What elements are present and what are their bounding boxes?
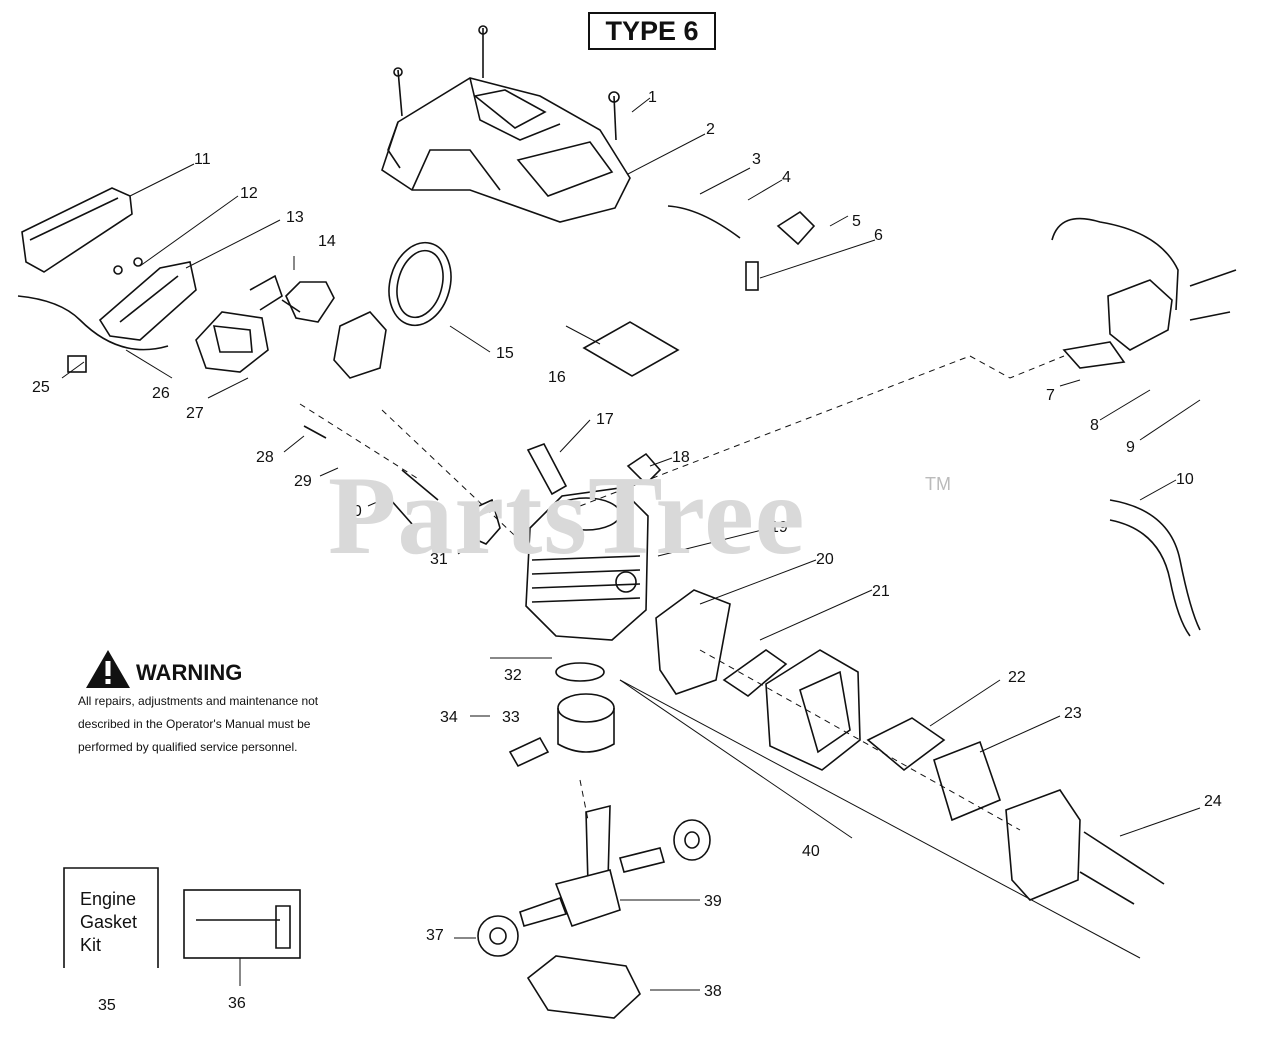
- callout-17: 17: [596, 411, 614, 428]
- warning-line-1: All repairs, adjustments and maintenance…: [78, 694, 319, 708]
- callout-10: 10: [1176, 471, 1194, 488]
- callout-8: 8: [1090, 417, 1099, 434]
- callout-5: 5: [852, 213, 861, 230]
- spark-plug-part: [526, 443, 568, 496]
- callout-29: 29: [294, 473, 312, 490]
- piston-part: [557, 693, 615, 753]
- tool-box-frame: [183, 889, 301, 959]
- kit-line-3: Kit: [80, 935, 102, 955]
- callout-38: 38: [704, 983, 722, 1000]
- fuel-filter-part: [745, 261, 759, 291]
- callout-7: 7: [1046, 387, 1055, 404]
- bolt-part: [381, 489, 413, 525]
- muffler-cover-part: [1005, 789, 1081, 901]
- callout-11: 11: [194, 151, 211, 168]
- fuel-valve-part: [776, 210, 816, 246]
- bearing-part: [477, 915, 519, 957]
- callout-32: 32: [504, 667, 522, 684]
- carburetor-part: [195, 274, 283, 373]
- ignition-module-part: [1051, 217, 1237, 369]
- warning-line-3: performed by qualified service personnel…: [78, 740, 298, 754]
- callout-33: 33: [502, 709, 520, 726]
- warning-text: All repairs, adjustments and maintenance…: [78, 690, 378, 759]
- callout-3: 3: [752, 151, 761, 168]
- spark-screen-part: [933, 740, 1002, 822]
- callout-23: 23: [1064, 705, 1082, 722]
- callout-labels: 1 2 3 4 5 6 7 8 9 10 11 12 13 14 15 16 1…: [32, 89, 1222, 1014]
- trademark-mark: TM: [925, 474, 951, 494]
- watermark-logo: PartsTree: [328, 454, 806, 578]
- heat-shield-part: [655, 589, 731, 695]
- callout-15: 15: [496, 345, 514, 362]
- wire-harness-part: [1109, 499, 1201, 637]
- callout-28: 28: [256, 449, 274, 466]
- scrench-tool-part: [196, 905, 291, 949]
- callout-22: 22: [1008, 669, 1026, 686]
- cylinder-part: [525, 487, 649, 641]
- air-filter-cover-part: [21, 187, 133, 273]
- intake-elbow-part: [285, 281, 335, 323]
- air-filter-part: [98, 257, 197, 341]
- warning-title: WARNING: [136, 660, 243, 685]
- leader-lines: [61, 97, 1201, 991]
- warning-line-2: described in the Operator's Manual must …: [78, 717, 311, 731]
- callout-24: 24: [1204, 793, 1222, 810]
- callout-36: 36: [228, 995, 246, 1012]
- callout-13: 13: [286, 209, 304, 226]
- callout-37: 37: [426, 927, 444, 944]
- kit-line-1: Engine: [80, 889, 137, 909]
- callout-30: 30: [344, 503, 362, 520]
- crankshaft-part: [519, 804, 665, 928]
- kit-line-2: Gasket: [80, 912, 138, 932]
- callout-2: 2: [706, 121, 715, 138]
- callout-16: 16: [548, 369, 566, 386]
- kit-bracket: [63, 867, 159, 968]
- crankcase-part: [526, 955, 641, 1019]
- callout-40: 40: [802, 843, 820, 860]
- callout-31: 31: [430, 551, 448, 568]
- intake-ring-part: [388, 241, 452, 327]
- muffler-gasket-part: [722, 649, 788, 697]
- callout-27: 27: [186, 405, 204, 422]
- top-cover-part: [381, 77, 631, 223]
- type-label: TYPE 6: [588, 12, 716, 50]
- callout-14: 14: [318, 233, 336, 250]
- piston-pin-part: [508, 736, 550, 768]
- callout-1: 1: [648, 89, 657, 106]
- callout-19: 19: [770, 519, 788, 536]
- grommet-part: [67, 355, 87, 373]
- gasket-part: [467, 498, 501, 545]
- callout-25: 25: [32, 379, 50, 396]
- callout-34: 34: [440, 709, 458, 726]
- spark-plug-boot-part: [626, 452, 662, 486]
- baffle-plate-part: [866, 717, 946, 772]
- assembly-lines: [299, 355, 1065, 831]
- screw-part-group: [393, 25, 620, 141]
- callout-20: 20: [816, 551, 834, 568]
- fuel-line-part: [667, 205, 741, 239]
- callout-9: 9: [1126, 439, 1135, 456]
- callout-21: 21: [872, 583, 890, 600]
- piston-ring-part: [555, 662, 605, 682]
- callout-35: 35: [98, 997, 116, 1014]
- warning-triangle-icon: [86, 650, 130, 688]
- intake-flange-part: [333, 311, 387, 379]
- callout-6: 6: [874, 227, 883, 244]
- filter-pad-part: [582, 321, 680, 377]
- callout-26: 26: [152, 385, 170, 402]
- throttle-wire-part: [17, 295, 169, 351]
- engine-gasket-kit-label: Engine Gasket Kit: [80, 888, 137, 957]
- callout-18: 18: [672, 449, 690, 466]
- callout-4: 4: [782, 169, 791, 186]
- callout-12: 12: [240, 185, 258, 202]
- callout-39: 39: [704, 893, 722, 910]
